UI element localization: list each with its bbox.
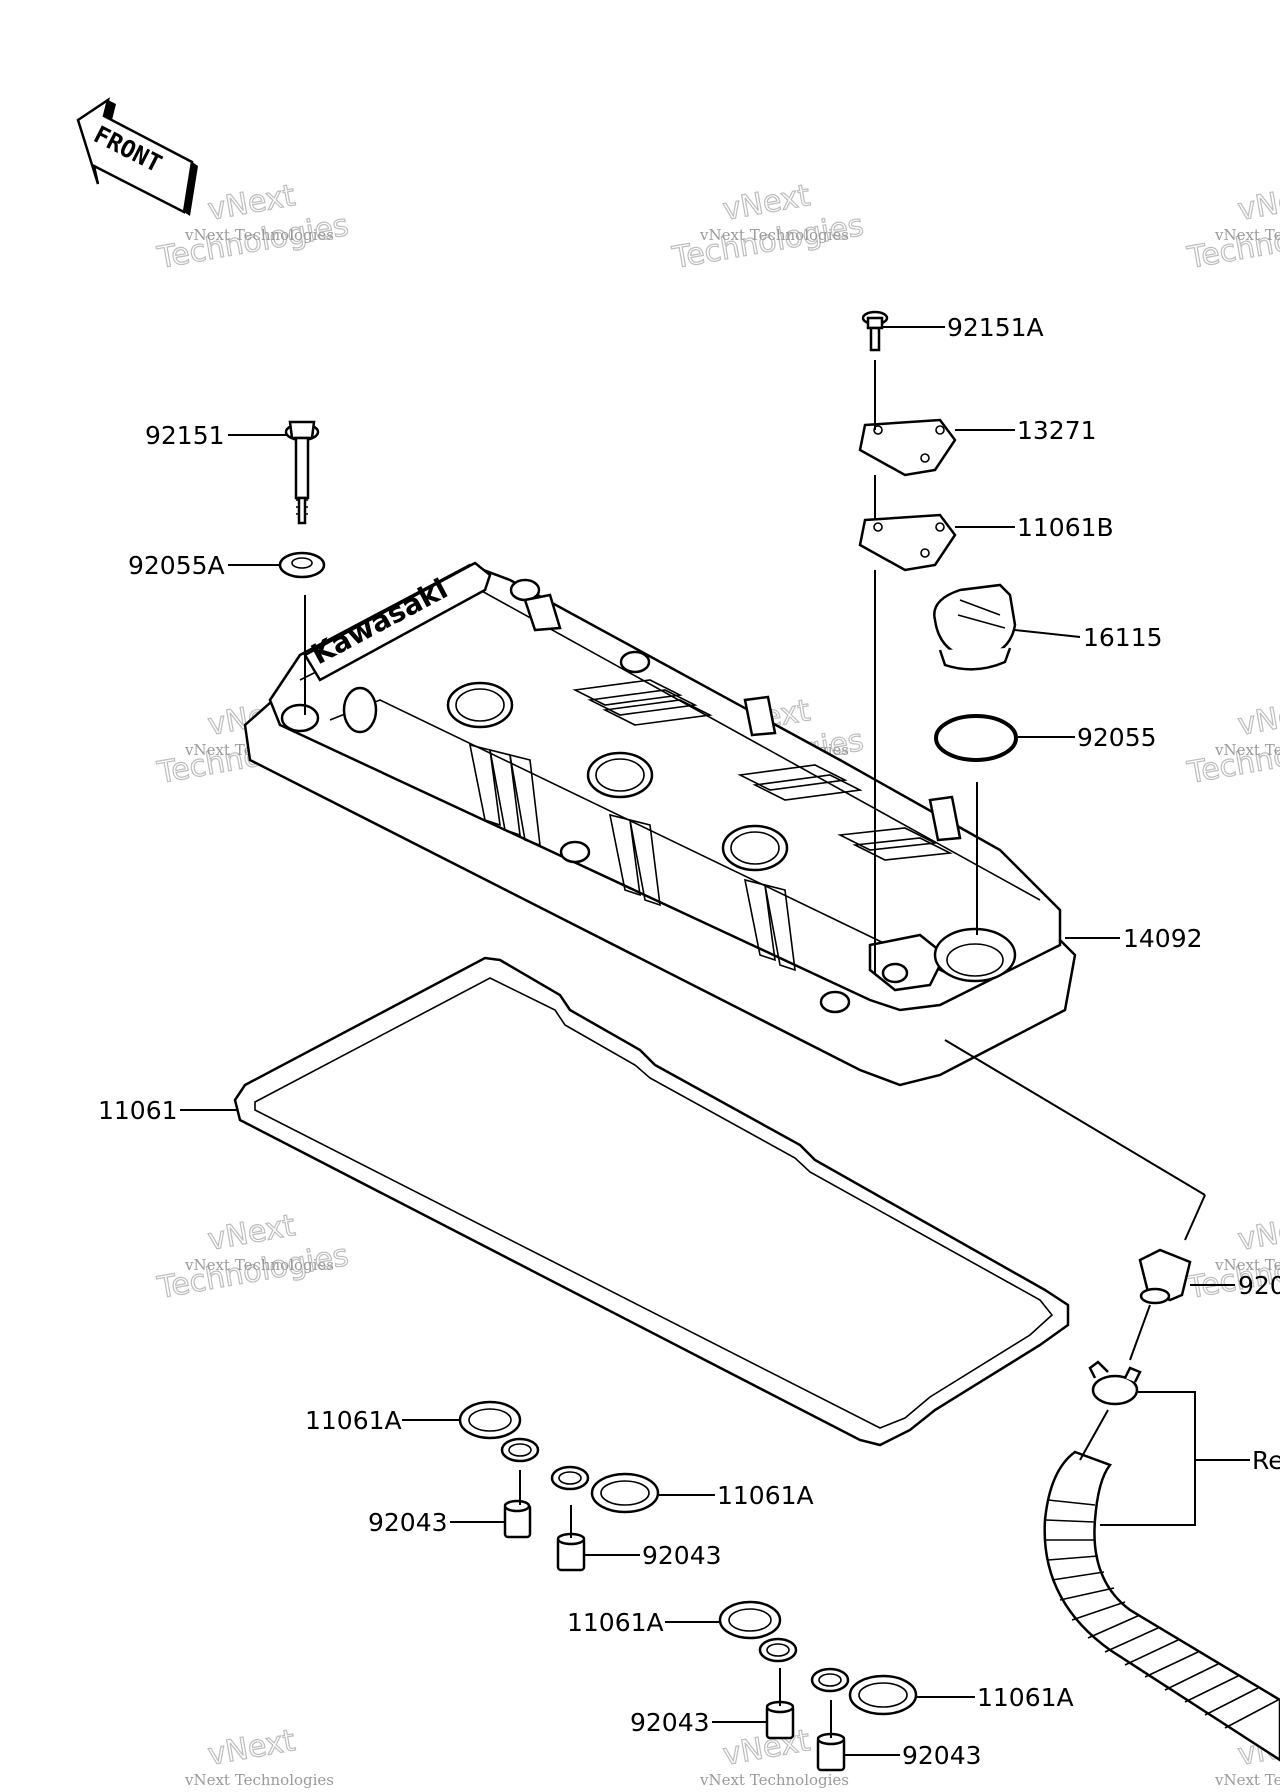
callout-92043-2: 92043 xyxy=(642,1541,722,1570)
dowel-92043-1 xyxy=(503,1499,532,1539)
svg-text:vNext Technologies: vNext Technologies xyxy=(184,226,334,244)
svg-text:vNext: vNext xyxy=(1235,178,1280,228)
grommet-92055A xyxy=(278,551,326,579)
callout-92055A: 92055A xyxy=(128,551,225,580)
cylinder-head-cover: Kawasaki xyxy=(243,561,1077,1087)
plate-13271 xyxy=(858,418,957,477)
callout-11061A-1: 11061A xyxy=(305,1406,402,1435)
hose-clamp xyxy=(1088,1360,1142,1406)
bolt-92151A xyxy=(861,310,889,352)
breather-hose xyxy=(1043,1450,1280,1762)
front-arrow-icon: FRONT xyxy=(76,97,198,216)
callout-13271: 13271 xyxy=(1017,416,1097,445)
callout-re: Re xyxy=(1252,1446,1280,1475)
watermark: vNext Technologies vNext Technologies xyxy=(1184,693,1280,792)
watermark: vNext Technologies vNext Technologies xyxy=(1184,178,1280,277)
seal-set-1 xyxy=(458,1400,540,1463)
callout-92151A: 92151A xyxy=(947,313,1044,342)
leader-lines xyxy=(180,326,1250,1756)
dowel-92043-2 xyxy=(556,1532,586,1572)
svg-text:vNext Technologies: vNext Technologies xyxy=(184,1771,334,1789)
dowel-92043-4 xyxy=(816,1732,846,1772)
o-ring-92055 xyxy=(934,714,1018,762)
callout-11061A-3: 11061A xyxy=(567,1608,664,1637)
dowel-92043-3 xyxy=(765,1700,795,1740)
svg-text:vNext Technologies: vNext Technologies xyxy=(184,1256,334,1274)
watermark: vNext vNext Technologies xyxy=(184,1723,334,1789)
callout-11061: 11061 xyxy=(98,1096,178,1125)
callout-11061B: 11061B xyxy=(1017,513,1114,542)
callout-14092: 14092 xyxy=(1123,924,1203,953)
svg-text:vNext Technologies: vNext Technologies xyxy=(1214,226,1280,244)
bolt-92151 xyxy=(284,420,320,525)
callout-92043-4: 92043 xyxy=(902,1741,982,1770)
svg-text:vNext Technologies: vNext Technologies xyxy=(1214,1771,1280,1789)
callout-920: 920 xyxy=(1238,1271,1280,1300)
svg-text:vNext: vNext xyxy=(205,1723,298,1773)
gasket-11061B xyxy=(858,513,957,572)
seal-set-4 xyxy=(810,1667,918,1716)
part-labels: 92151A 13271 11061B 16115 92055 14092 92… xyxy=(98,313,1280,1770)
callout-92151: 92151 xyxy=(145,421,225,450)
callout-92043-1: 92043 xyxy=(368,1508,448,1537)
seal-set-3 xyxy=(718,1600,798,1663)
cover-gasket xyxy=(233,956,1070,1447)
svg-text:vNext: vNext xyxy=(1235,693,1280,743)
svg-text:vNext Technologies: vNext Technologies xyxy=(699,226,849,244)
callout-11061A-2: 11061A xyxy=(717,1481,814,1510)
svg-text:vNext Technologies: vNext Technologies xyxy=(1214,741,1280,759)
callout-92043-3: 92043 xyxy=(630,1708,710,1737)
svg-text:vNext: vNext xyxy=(1235,1208,1280,1258)
callout-16115: 16115 xyxy=(1083,623,1163,652)
watermark: vNext Technologies vNext Technologies xyxy=(154,1208,352,1307)
svg-text:vNext Technologies: vNext Technologies xyxy=(699,1771,849,1789)
seal-set-2 xyxy=(550,1465,660,1514)
watermark: vNext Technologies vNext Technologies xyxy=(669,178,867,277)
oil-filler-cap-16115 xyxy=(933,583,1017,671)
svg-text:vNext Technologies: vNext Technologies xyxy=(1214,1256,1280,1274)
callout-92055: 92055 xyxy=(1077,723,1157,752)
breather-fitting xyxy=(1138,1248,1192,1305)
callout-11061A-4: 11061A xyxy=(977,1683,1074,1712)
